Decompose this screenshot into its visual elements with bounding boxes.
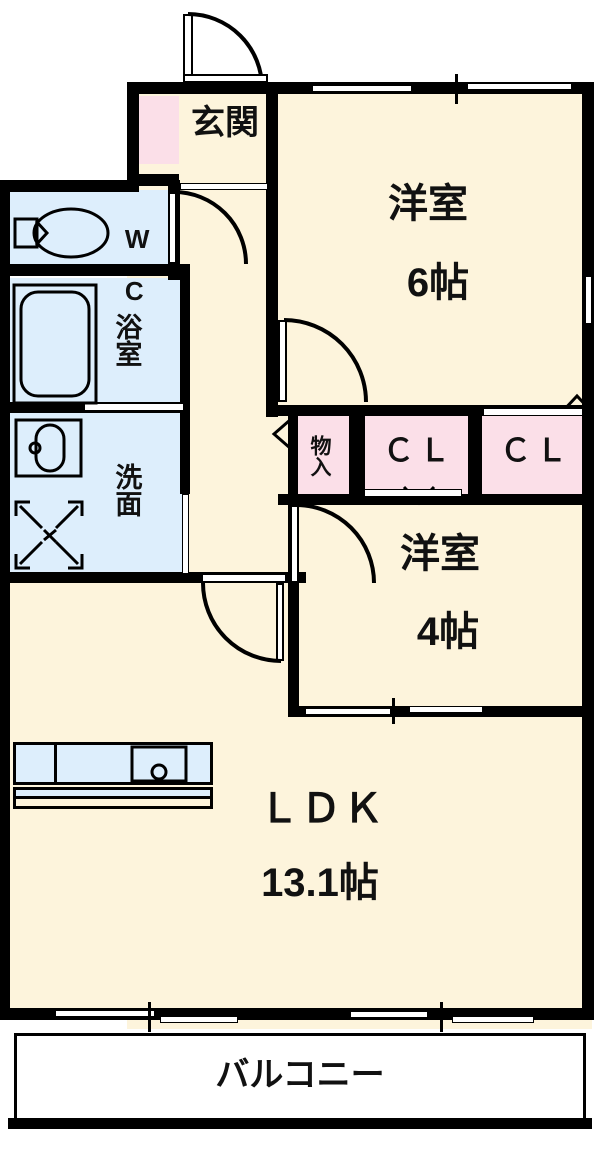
window-north-left[interactable] xyxy=(312,85,412,92)
hall-door-swing xyxy=(201,582,282,663)
wall-bath-right xyxy=(180,264,190,414)
window-east[interactable] xyxy=(585,276,592,324)
wall-closet-top xyxy=(278,405,592,416)
wall-closet-bottom xyxy=(278,494,592,505)
room-label-ldk-name: ＬＤＫ xyxy=(259,787,385,831)
kitchen-base xyxy=(13,787,213,809)
kitchen-counter xyxy=(13,742,213,785)
wall-wc-top xyxy=(0,180,139,192)
washroom-fill xyxy=(8,412,188,580)
hall-door-threshold xyxy=(202,574,286,582)
wall-closet-div-2 xyxy=(468,405,482,505)
kitchen-counter-divider xyxy=(54,742,57,785)
room-label-balcony: バルコニー xyxy=(215,1056,385,1094)
room-label-western6-name: 洋室 xyxy=(388,182,468,226)
storage-label-closet-right: ＣＬ xyxy=(500,433,572,468)
toilet-icon xyxy=(13,207,110,259)
room-label-wc: W C xyxy=(96,200,150,330)
balcony-tick-1 xyxy=(148,1002,151,1032)
monoire-fill xyxy=(297,415,349,495)
bath-sliding-door[interactable] xyxy=(84,403,184,411)
balcony-door-3[interactable] xyxy=(350,1011,428,1018)
closet-left-doors[interactable] xyxy=(364,489,462,497)
wall-monoire-left xyxy=(288,405,298,505)
wc-door-swing xyxy=(173,190,248,265)
western6-door-leaf[interactable] xyxy=(278,320,287,402)
balcony-tick-2 xyxy=(440,1002,443,1032)
room-label-bath: 浴室 xyxy=(111,313,142,367)
closet-right-doors[interactable] xyxy=(483,408,583,416)
room-label-western4-name: 洋室 xyxy=(400,532,480,576)
wall-bedroom4-left xyxy=(288,505,299,717)
western4-ldk-door-left[interactable] xyxy=(305,708,391,715)
wall-left xyxy=(0,180,10,1018)
washing-machine-icon xyxy=(14,500,84,570)
room-label-ldk-size: 13.1帖 xyxy=(261,861,379,905)
wall-washroom-right xyxy=(180,402,190,494)
washroom-sliding-door[interactable] xyxy=(182,494,189,574)
monoire-door-marker xyxy=(271,418,291,450)
closet-right-fill xyxy=(481,415,586,495)
wc-door-leaf[interactable] xyxy=(168,192,177,264)
wc-label-line2: C xyxy=(124,276,144,306)
closet-left-fill xyxy=(364,415,469,495)
wall-washroom-bottom xyxy=(0,572,196,583)
balcony-rail xyxy=(8,1118,592,1129)
wall-genkan-left xyxy=(127,82,139,186)
room-label-genkan: 玄関 xyxy=(191,104,259,142)
western4-ldk-tick xyxy=(392,698,395,724)
entrance-threshold xyxy=(183,74,268,83)
balcony-outline xyxy=(14,1033,586,1121)
window-north-right[interactable] xyxy=(467,83,572,90)
balcony-door-2[interactable] xyxy=(160,1016,238,1023)
wall-wc-bottom xyxy=(0,264,180,276)
washbasin-icon xyxy=(14,418,83,478)
wall-hall-right-upper xyxy=(266,82,278,417)
storage-label-monoire: 物入 xyxy=(308,435,332,477)
western4-door-leaf[interactable] xyxy=(290,505,299,583)
bath-fill xyxy=(8,278,188,404)
room-label-western4-size: 4帖 xyxy=(416,610,480,654)
western4-ldk-door-right[interactable] xyxy=(409,706,483,713)
room-label-western6-size: 6帖 xyxy=(406,261,470,305)
window-north-tick xyxy=(455,74,458,104)
entrance-door-swing xyxy=(187,12,264,89)
stove-icon xyxy=(130,745,188,783)
western4-door-swing xyxy=(295,503,376,584)
closet-right-door-marker xyxy=(560,393,594,414)
western6-door-swing xyxy=(283,318,368,403)
wall-right xyxy=(582,82,594,1018)
genkan-hall-door[interactable] xyxy=(180,183,268,190)
wc-label-line1: W xyxy=(124,224,150,254)
balcony-door-1[interactable] xyxy=(55,1010,155,1017)
balcony-door-4[interactable] xyxy=(452,1016,534,1023)
storage-label-closet-left: ＣＬ xyxy=(383,433,455,468)
bathtub-icon xyxy=(12,283,98,405)
wall-shoecloset-bottom xyxy=(127,174,179,186)
room-label-washroom: 洗面 xyxy=(111,463,142,517)
wall-closet-div-1 xyxy=(349,405,365,505)
